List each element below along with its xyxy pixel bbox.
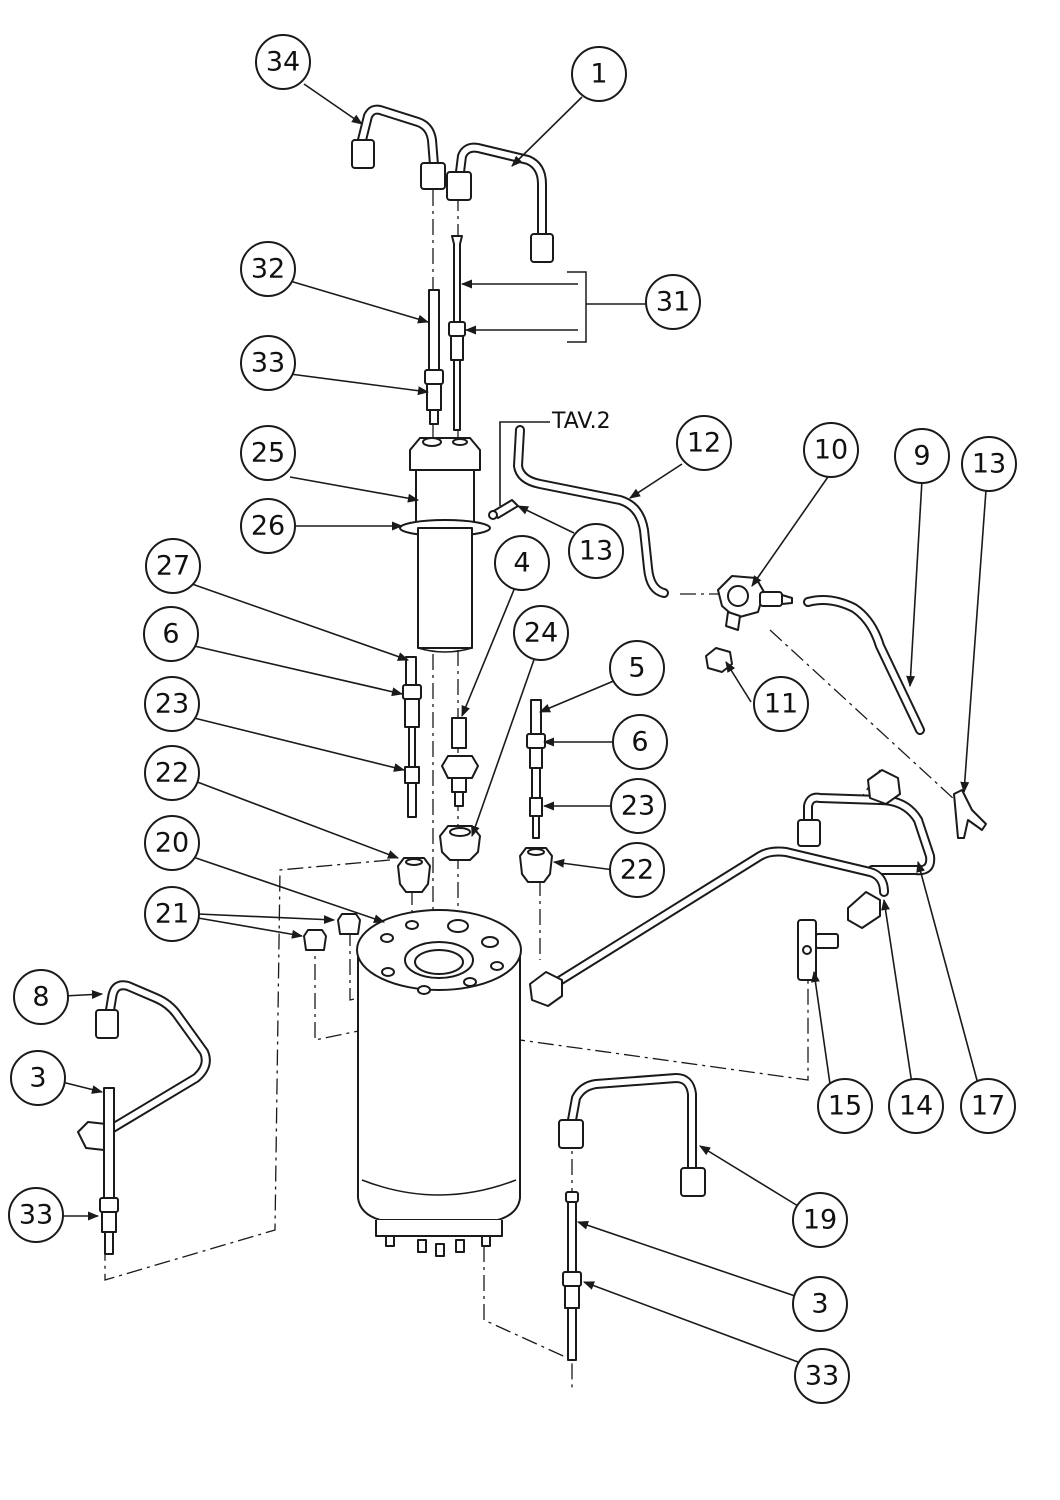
callout-31-label: 31 [656,287,690,318]
nut-21 [303,913,361,951]
callout-23-right-label: 23 [621,791,655,822]
pipe-12 [488,425,669,598]
callout-32: 32 [240,241,296,297]
callout-22-left-label: 22 [155,758,189,789]
pipe-9 [803,595,987,839]
nut-24 [439,825,481,861]
callout-26: 26 [240,498,296,554]
callout-20-label: 20 [155,828,189,859]
callout-9: 9 [894,428,950,484]
callout-13-center: 13 [568,523,624,579]
reference-label: TAV.2 [551,409,611,434]
callout-14: 14 [888,1078,944,1134]
callout-8: 8 [13,969,69,1025]
callout-14-label: 14 [899,1091,933,1122]
pipe-14 [529,846,889,1007]
callout-33-top: 33 [240,335,296,391]
callout-9-label: 9 [913,441,930,472]
callout-3-bottom: 3 [792,1276,848,1332]
callout-22-right: 22 [609,842,665,898]
callout-5: 5 [609,640,665,696]
callout-27: 27 [145,538,201,594]
callout-3-left: 3 [10,1050,66,1106]
callout-23-left: 23 [144,676,200,732]
callout-6-right-label: 6 [631,727,648,758]
callout-11-label: 11 [764,689,798,720]
probe-3-33-left [99,1087,119,1255]
callout-33-bottom: 33 [794,1348,850,1404]
callout-19-label: 19 [803,1205,837,1236]
probe-5-6-23 [526,699,546,839]
callout-12-label: 12 [687,428,721,459]
pipe-17 [797,769,936,876]
callout-13-right: 13 [961,436,1017,492]
callout-13-center-label: 13 [579,536,613,567]
callout-6-left: 6 [143,606,199,662]
probe-31 [448,235,466,431]
callout-12: 12 [676,415,732,471]
probe-27-6-23 [402,656,422,818]
element-25 [399,437,491,653]
callout-34-label: 34 [266,47,300,78]
callout-23-right: 23 [610,778,666,834]
callout-20: 20 [144,815,200,871]
callout-26-label: 26 [251,511,285,542]
callout-10-label: 10 [814,435,848,466]
probe-32-33 [424,289,444,425]
callout-5-label: 5 [628,653,645,684]
sensor-4 [441,717,479,807]
pipe-19 [558,1073,706,1197]
callout-22-left: 22 [144,745,200,801]
nut-22 [397,847,553,893]
callout-19: 19 [792,1192,848,1248]
callout-15: 15 [817,1078,873,1134]
callout-13-right-label: 13 [972,449,1006,480]
callout-10: 10 [803,422,859,478]
callout-3-bottom-label: 3 [811,1289,828,1320]
callout-34: 34 [255,34,311,90]
leader-lines [60,83,987,1363]
callout-17-label: 17 [971,1091,1005,1122]
callout-11: 11 [753,676,809,732]
callout-33-bottom-label: 33 [805,1361,839,1392]
pipe-1 [446,142,554,263]
callout-3-left-label: 3 [29,1063,46,1094]
callout-8-label: 8 [32,982,49,1013]
callout-15-label: 15 [828,1091,862,1122]
callout-21: 21 [144,886,200,942]
boiler-20 [356,909,522,1257]
callout-32-label: 32 [251,254,285,285]
callout-4: 4 [494,535,550,591]
callout-17: 17 [960,1078,1016,1134]
callout-33-left: 33 [8,1187,64,1243]
callout-21-label: 21 [155,899,189,930]
pipe-8 [77,980,211,1151]
pipe-34 [351,104,446,190]
callout-1-label: 1 [590,59,607,90]
tee-15 [797,919,839,981]
callout-24: 24 [513,605,569,661]
callout-25: 25 [240,425,296,481]
callout-6-left-label: 6 [162,619,179,650]
callout-31: 31 [645,274,701,330]
callout-24-label: 24 [524,618,558,649]
callout-1: 1 [571,46,627,102]
callout-25-label: 25 [251,438,285,469]
callout-22-right-label: 22 [620,855,654,886]
callout-27-label: 27 [156,551,190,582]
callout-6-right: 6 [612,714,668,770]
callout-23-left-label: 23 [155,689,189,720]
callout-4-label: 4 [513,548,530,579]
probe-3-33-bottom [562,1191,582,1361]
callout-33-top-label: 33 [251,348,285,379]
callout-33-left-label: 33 [19,1200,53,1231]
valve-10 [705,575,793,673]
